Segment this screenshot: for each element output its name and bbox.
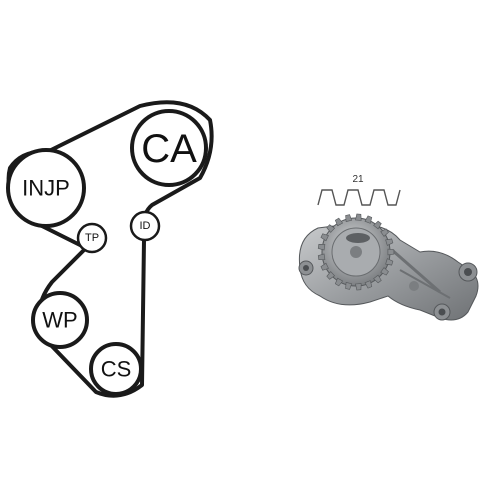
- camshaft-pulley: CA: [130, 109, 208, 187]
- gear-tooth: [355, 213, 362, 221]
- gear-tooth: [385, 238, 394, 246]
- gear-tooth: [326, 224, 336, 233]
- gear-tooth: [380, 228, 389, 237]
- injection-pump-label: INJP: [22, 176, 70, 201]
- camshaft-label: CA: [141, 127, 197, 171]
- crankshaft-label: CS: [101, 357, 132, 382]
- water-pump-image: [298, 213, 479, 321]
- gear-tooth: [320, 233, 329, 242]
- gear-tooth: [364, 280, 373, 289]
- water-pump-pulley: WP: [31, 291, 89, 349]
- water-pump-gear: [317, 213, 395, 291]
- gear-tooth: [345, 214, 353, 222]
- crankshaft-pulley: CS: [89, 342, 143, 396]
- gear-tooth: [387, 248, 395, 256]
- gear-tooth: [355, 283, 362, 291]
- gear-tooth: [380, 267, 389, 276]
- gear-tooth: [317, 253, 326, 261]
- gear-tooth: [334, 277, 344, 287]
- gear-tooth: [385, 258, 394, 266]
- gear-tooth: [317, 243, 326, 251]
- tooth-count-label: 21: [352, 174, 364, 185]
- idler-pulley: ID: [129, 210, 161, 242]
- tensioner-label: TP: [85, 232, 99, 244]
- gear-tooth: [320, 262, 329, 271]
- gear-tooth: [345, 282, 353, 290]
- gear-tooth: [326, 271, 336, 280]
- gear-tooth: [373, 274, 382, 284]
- water-pump-label: WP: [42, 308, 77, 333]
- injection-pump-pulley: INJP: [6, 148, 86, 228]
- gear-tooth: [334, 217, 344, 227]
- tensioner-pulley: TP: [76, 222, 108, 254]
- gear-tooth: [364, 215, 373, 224]
- idler-label: ID: [140, 220, 151, 232]
- belt-tooth-profile: 21: [317, 174, 401, 206]
- gear-tooth: [373, 220, 382, 230]
